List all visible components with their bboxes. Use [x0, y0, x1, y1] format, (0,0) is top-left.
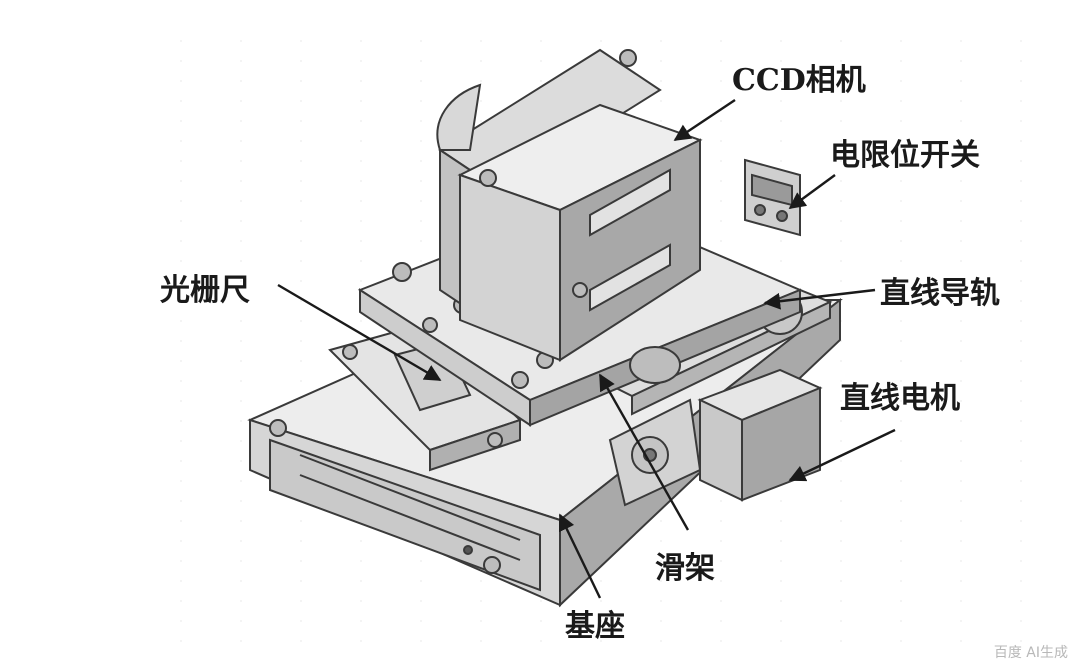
leader-ccd-camera — [673, 99, 736, 141]
label-base: 基座 — [565, 609, 625, 644]
label-linear-motor: 直线电机 — [840, 381, 960, 416]
grating-ruler-part — [328, 323, 522, 472]
linear-motor-part — [697, 368, 823, 502]
label-grating-ruler: 光栅尺 — [160, 273, 250, 308]
leader-grating-ruler — [277, 283, 442, 382]
label-slide-carriage: 滑架 — [655, 551, 715, 586]
label-linear-guide: 直线导轨 — [880, 276, 1000, 311]
callout-leaders — [277, 99, 896, 599]
ccd-camera-part — [436, 48, 703, 362]
label-ccd-camera: CCD相机 — [732, 63, 866, 98]
leader-slide-carriage — [598, 373, 690, 531]
leader-limit-switch — [788, 174, 836, 209]
leader-base — [558, 513, 602, 599]
leader-linear-motor — [788, 428, 896, 482]
leader-linear-guide — [763, 288, 876, 310]
watermark-text: 百度 AI生成 — [993, 645, 1068, 661]
limit-switch-part — [744, 158, 801, 237]
label-limit-switch: 电限位开关 — [830, 138, 980, 173]
